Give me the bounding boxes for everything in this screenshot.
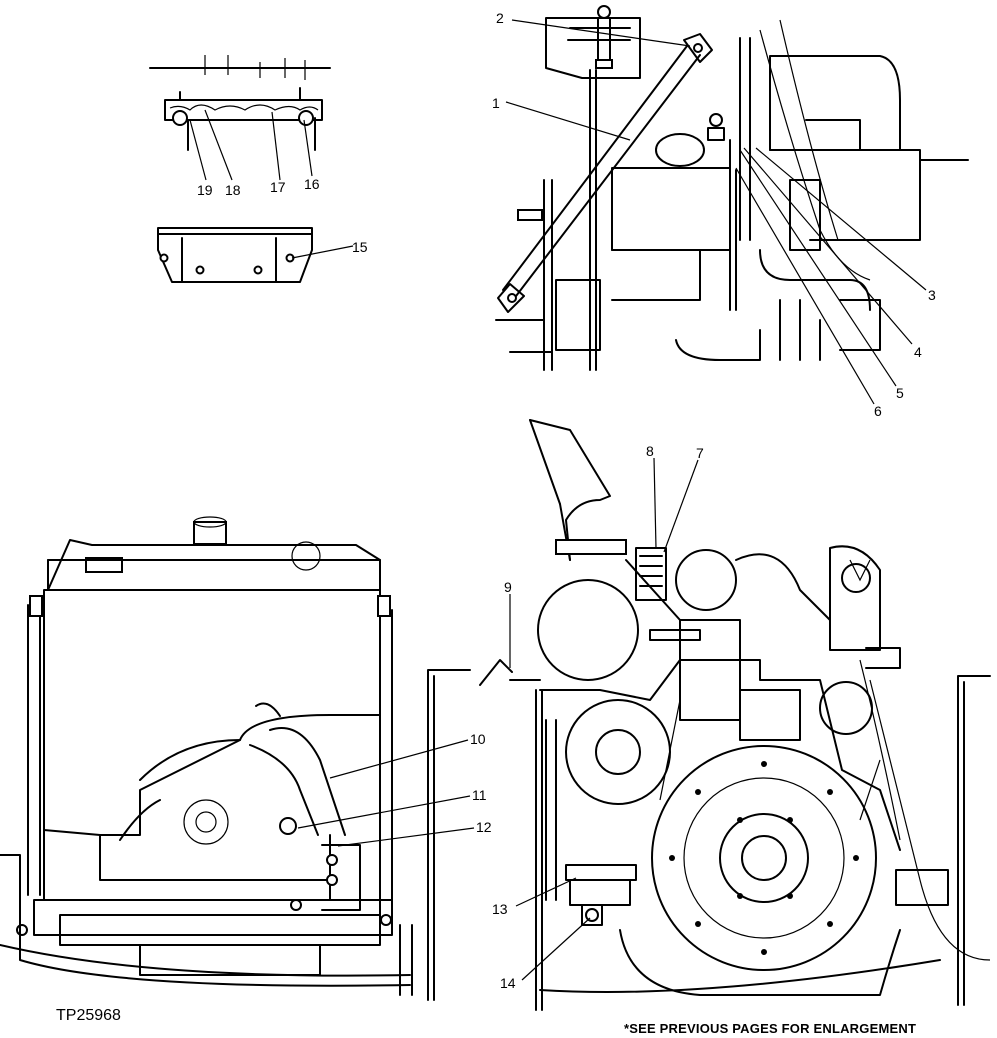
callout-1: 1	[492, 95, 500, 111]
radiator-side-view	[0, 516, 471, 1001]
callout-17: 17	[270, 179, 286, 195]
bracket-detail-view	[149, 55, 331, 151]
callout-6: 6	[874, 403, 882, 419]
enlargement-note: *SEE PREVIOUS PAGES FOR ENLARGEMENT	[624, 1021, 917, 1036]
pulley-bolts	[669, 761, 859, 955]
callout-2: 2	[496, 10, 504, 26]
callout-4: 4	[914, 344, 922, 360]
callout-3: 3	[928, 287, 936, 303]
leaders-bottom-right	[509, 457, 699, 981]
leaders-top-right	[505, 19, 927, 405]
callout-9: 9	[504, 579, 512, 595]
callout-11: 11	[472, 787, 487, 803]
callout-16: 16	[304, 176, 320, 192]
callout-5: 5	[896, 385, 904, 401]
callout-19: 19	[197, 182, 213, 198]
engine-front-view	[479, 419, 991, 1011]
callout-14: 14	[500, 975, 516, 991]
figure-id: TP25968	[56, 1007, 121, 1024]
callout-labels: 1 2 3 4 5 6 7 8 9 10 11 12 13 14 15 16 1…	[197, 10, 936, 991]
callout-13: 13	[492, 901, 508, 917]
callout-12: 12	[476, 819, 492, 835]
callout-10: 10	[470, 731, 486, 747]
callout-7: 7	[696, 445, 704, 461]
callout-8: 8	[646, 443, 654, 459]
leaders-bottom-left	[297, 739, 475, 847]
mounting-plate-15	[157, 227, 313, 283]
engine-top-view	[495, 5, 969, 371]
leaders-top-left	[189, 109, 354, 259]
callout-15: 15	[352, 239, 368, 255]
callout-18: 18	[225, 182, 241, 198]
